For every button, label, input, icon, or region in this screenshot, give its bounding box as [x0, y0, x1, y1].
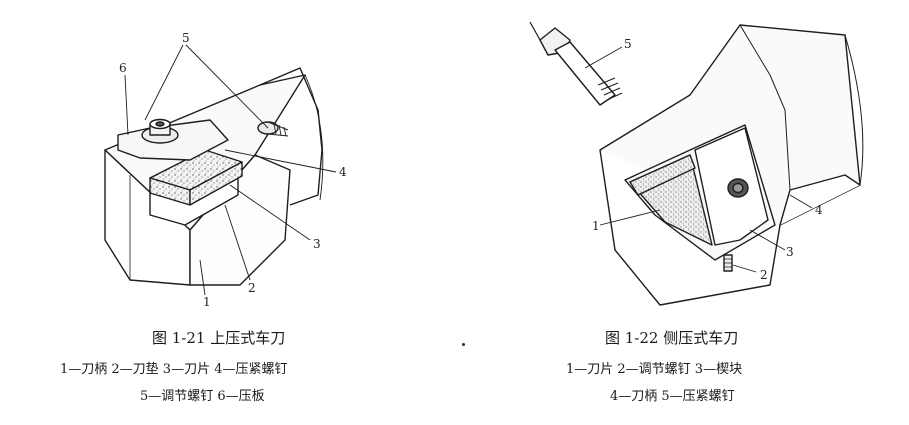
figure-1-21-legend-line-2: 5—调节螺钉 6—压板 [140, 389, 265, 404]
figure-1-22-legend-line-1: 1—刀片 2—调节螺钉 3—楔块 [566, 362, 743, 377]
upper-clamp-tool-drawing [104, 44, 337, 296]
figure-1-21-legend-line-1: 1—刀柄 2—刀垫 3—刀片 4—压紧螺钉 [60, 362, 288, 377]
figure-1-21-title: 图 1-21 上压式车刀 [152, 329, 286, 347]
leader-1 [199, 259, 206, 296]
leader-3 [229, 184, 311, 241]
leader-6 [124, 74, 129, 136]
label-2-right: 2 [760, 268, 768, 282]
label-5-right: 5 [624, 37, 632, 51]
stray-dot [462, 343, 465, 346]
label-3-left: 3 [313, 237, 321, 251]
clamping-screw [529, 21, 623, 106]
side-clamp-tool-drawing [529, 21, 864, 306]
leader-5a [144, 44, 184, 121]
leader-1-right [599, 209, 661, 226]
label-1-right: 1 [592, 219, 600, 233]
label-1-left: 1 [203, 295, 211, 309]
figure-1-22-legend-line-2: 4—刀柄 5—压紧螺钉 [610, 389, 735, 404]
leader-4 [224, 149, 337, 173]
label-5-left: 5 [182, 31, 190, 45]
label-2-left: 2 [248, 281, 256, 295]
label-6-left: 6 [119, 61, 127, 75]
shank-right-face [189, 154, 291, 286]
leader-2-right [732, 264, 757, 273]
leader-4-right [789, 194, 813, 209]
shank-back [259, 67, 323, 206]
leader-5-right [584, 46, 623, 69]
label-4-left: 4 [339, 165, 347, 179]
label-4-right: 4 [815, 203, 823, 217]
left-figure-numbers: 5 6 4 3 2 1 [119, 31, 347, 309]
figure-1-22-title: 图 1-22 侧压式车刀 [605, 329, 739, 347]
leader-2 [224, 204, 251, 281]
leader-5b [185, 44, 269, 129]
adjusting-screw-right [723, 254, 733, 272]
leader-3-right [749, 229, 786, 251]
right-figure-numbers: 5 1 2 3 4 [592, 37, 823, 282]
label-3-right: 3 [786, 245, 794, 259]
